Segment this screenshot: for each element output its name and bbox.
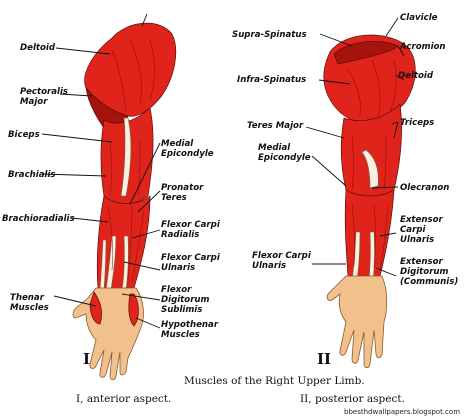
label-extensor-carpi-ulnaris-line1: Extensor (400, 215, 443, 225)
label-brachioradialis: Brachioradialis (2, 214, 75, 224)
leader-lines (41, 13, 405, 329)
triceps-tendon (361, 149, 379, 189)
label-pectoralis-line2: Major (20, 97, 48, 107)
label-biceps: Biceps (8, 130, 40, 140)
forearm-posterior (344, 189, 395, 277)
label-acromion: Acromion (399, 42, 446, 52)
watermark: bbesthdwallpapers.blogspot.com (344, 408, 460, 416)
label-flexor-carpi-ulnaris-p-line2: Ulnaris (252, 261, 286, 271)
label-deltoid-posterior: Deltoid (398, 71, 434, 81)
label-brachialis: Brachialis (8, 170, 56, 180)
label-extensor-digitorum-line3: (Communis) (400, 277, 458, 287)
biceps-tendon (120, 117, 132, 197)
label-extensor-carpi-ulnaris-line2: Carpi (400, 225, 426, 235)
label-clavicle: Clavicle (400, 13, 438, 23)
label-flexor-digitorum-line1: Flexor (161, 285, 192, 295)
label-triceps: Triceps (400, 118, 434, 128)
label-medial-epicondyle-p-line1: Medial (258, 143, 291, 153)
label-medial-epicondyle-p-line2: Epicondyle (258, 153, 311, 163)
numeral-posterior: II (317, 350, 331, 368)
label-olecranon: Olecranon (400, 183, 449, 193)
caption-title: Muscles of the Right Upper Limb. (184, 375, 365, 387)
label-flexor-digitorum-line3: Sublimis (161, 305, 202, 315)
label-pronator-teres-line1: Pronator (161, 183, 204, 193)
label-pectoralis-line1: Pectoralis (20, 87, 68, 97)
label-flexor-carpi-radialis-line1: Flexor Carpi (161, 220, 221, 230)
label-extensor-carpi-ulnaris-line3: Ulnaris (400, 235, 434, 245)
arm-posterior (323, 34, 416, 369)
thenar-muscle (89, 291, 102, 325)
label-hypothenar-line2: Muscles (161, 330, 200, 340)
label-hypothenar-line1: Hypothenar (161, 320, 219, 330)
hand-posterior (326, 275, 388, 369)
label-medial-epicondyle-line2: Epicondyle (161, 149, 214, 159)
label-flexor-carpi-radialis-line2: Radialis (161, 230, 199, 240)
fiber-lines-posterior (347, 59, 397, 271)
deltoid-muscle-anterior (84, 22, 177, 117)
label-extensor-digitorum-line2: Digitorum (400, 267, 449, 277)
caption-posterior: II, posterior aspect. (300, 393, 405, 405)
label-flexor-carpi-ulnaris-line2: Ulnaris (161, 263, 195, 273)
numeral-anterior: I (83, 350, 90, 368)
fiber-lines-anterior (107, 39, 155, 283)
label-flexor-carpi-ulnaris-line1: Flexor Carpi (161, 253, 221, 263)
label-thenar-line1: Thenar (10, 293, 45, 303)
label-medial-epicondyle-line1: Medial (161, 139, 194, 149)
label-flexor-digitorum-line2: Digitorum (161, 295, 210, 305)
label-supraspinatus: Supra-Spinatus (232, 30, 307, 40)
label-extensor-digitorum-line1: Extensor (400, 257, 443, 267)
label-flexor-carpi-ulnaris-p-line1: Flexor Carpi (252, 251, 312, 261)
label-teres-major: Teres Major (247, 121, 304, 131)
label-thenar-line2: Muscles (10, 303, 49, 313)
label-infraspinatus: Infra-Spinatus (237, 75, 306, 85)
label-deltoid-anterior: Deltoid (20, 43, 56, 53)
label-pronator-teres-line2: Teres (161, 193, 187, 203)
caption-anterior: I, anterior aspect. (76, 393, 171, 405)
